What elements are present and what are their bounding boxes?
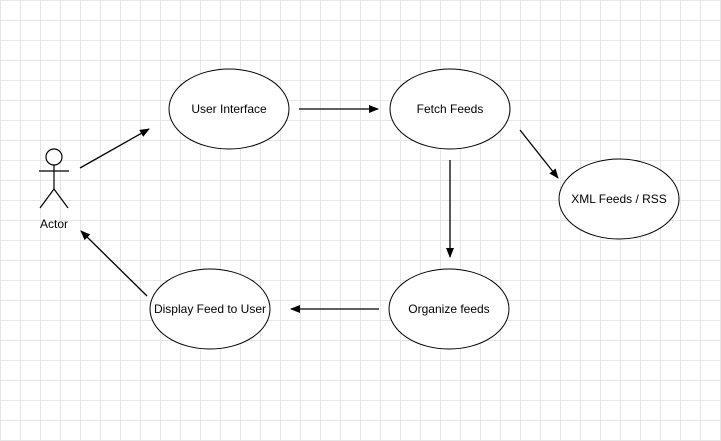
- use-case-organize-feeds[interactable]: Organize feeds: [388, 268, 510, 350]
- actor-label: Actor: [40, 217, 68, 231]
- use-case-label-user-interface: User Interface: [191, 102, 267, 116]
- use-case-ellipse: [558, 158, 680, 240]
- use-case-ellipse: [389, 68, 511, 150]
- use-case-ellipse: [149, 268, 271, 350]
- actor-figure[interactable]: [39, 148, 69, 209]
- use-case-display-feed[interactable]: Display Feed to User: [149, 268, 271, 350]
- actor-left-leg: [39, 188, 55, 209]
- edge-fetch-feeds-to-xml-feeds: [519, 129, 559, 179]
- use-case-label-display-feed: Display Feed to User: [154, 302, 266, 316]
- edge-display-feed-to-actor: [80, 230, 148, 297]
- use-case-ellipse: [168, 68, 290, 150]
- use-case-label-xml-feeds: XML Feeds / RSS: [571, 192, 667, 206]
- use-case-label-fetch-feeds: Fetch Feeds: [417, 102, 484, 116]
- use-case-ellipse: [388, 268, 510, 350]
- use-case-fetch-feeds[interactable]: Fetch Feeds: [389, 68, 511, 150]
- edge-actor-to-user-interface: [79, 128, 150, 169]
- actor-right-leg: [53, 188, 69, 209]
- use-case-xml-feeds[interactable]: XML Feeds / RSS: [558, 158, 680, 240]
- actor-head: [45, 148, 63, 166]
- use-case-label-organize-feeds: Organize feeds: [408, 302, 489, 316]
- use-case-user-interface[interactable]: User Interface: [168, 68, 290, 150]
